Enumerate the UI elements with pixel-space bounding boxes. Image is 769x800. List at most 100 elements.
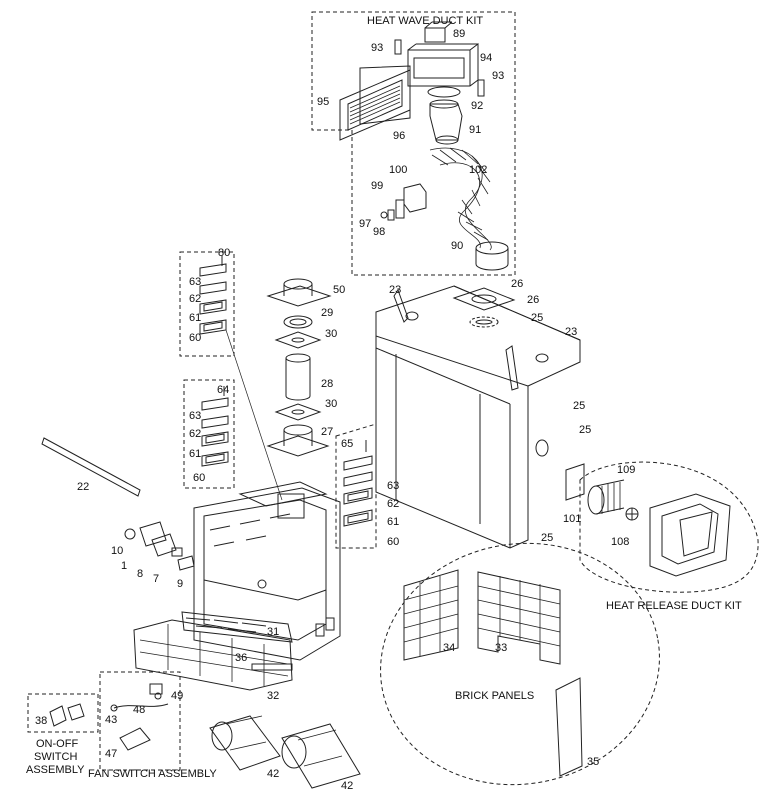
part-label: 1: [121, 560, 128, 572]
part-label: 32: [267, 690, 280, 702]
part-label: 89: [453, 28, 466, 40]
part-35-panel: [555, 677, 583, 777]
on-off-switch-title-1: ON-OFF: [36, 738, 79, 750]
part-label: 93: [371, 42, 384, 54]
part-90-cap: [475, 241, 509, 271]
part-label: 38: [35, 715, 48, 727]
stack-right-parts: [343, 440, 373, 527]
part-29-gasket: [283, 315, 313, 329]
heat-release-duct-kit-title: HEAT RELEASE DUCT KIT: [606, 600, 742, 612]
part-label: 25: [531, 312, 544, 324]
part-label: 50: [333, 284, 346, 296]
part-label: 27: [321, 426, 334, 438]
part-label: 30: [325, 328, 338, 340]
part-label: 97: [359, 218, 372, 230]
part-32-hearth-panel: [133, 619, 293, 691]
part-label: 91: [469, 124, 482, 136]
heat-release-kit-border: [579, 461, 759, 593]
part-30-plate-bottom: [274, 403, 322, 421]
part-label: 61: [189, 312, 202, 324]
on-off-switch-title-3: ASSEMBLY: [26, 764, 85, 776]
part-label: 98: [373, 226, 386, 238]
part-93-bracket-right: [477, 79, 485, 97]
part-label: 60: [387, 536, 400, 548]
part-label: 109: [617, 464, 636, 476]
part-28-pipe: [285, 353, 311, 401]
switch-parts: [124, 521, 195, 571]
part-label: 26: [527, 294, 540, 306]
part-label: 95: [317, 96, 330, 108]
part-label: 64: [217, 384, 230, 396]
part-89-bracket: [424, 21, 453, 43]
part-label: 49: [171, 690, 184, 702]
part-label: 100: [389, 164, 408, 176]
part-92-ring: [427, 86, 461, 98]
part-label: 22: [77, 481, 90, 493]
brick-panels-title: BRICK PANELS: [455, 690, 535, 702]
part-label: 63: [189, 410, 202, 422]
part-label: 42: [341, 780, 354, 792]
part-33-brick-panel: [477, 571, 561, 665]
part-label: 62: [387, 498, 400, 510]
part-label: 25: [541, 532, 554, 544]
part-label: 34: [443, 642, 456, 654]
part-42-blower-left: [209, 715, 281, 771]
part-96-frame: [359, 65, 411, 125]
part-label: 33: [495, 642, 508, 654]
part-97-screw: [380, 211, 388, 219]
part-label: 62: [189, 293, 202, 305]
part-label: 62: [189, 428, 202, 440]
part-label: 48: [133, 704, 146, 716]
part-label: 102: [469, 164, 488, 176]
part-label: 23: [565, 326, 578, 338]
part-label: 60: [189, 332, 202, 344]
part-label: 92: [471, 100, 484, 112]
part-26-flue-plates: [452, 287, 516, 328]
part-label: 23: [389, 284, 402, 296]
part-98-clip: [387, 209, 395, 221]
part-36-strip: [251, 663, 293, 671]
part-label: 43: [105, 714, 118, 726]
part-label: 60: [193, 472, 206, 484]
part-label: 93: [492, 70, 505, 82]
firebox: [193, 481, 341, 661]
part-label: 65: [341, 438, 354, 450]
part-label: 96: [393, 130, 406, 142]
fan-switch-assembly-title: FAN SWITCH ASSEMBLY: [88, 768, 217, 780]
part-34-brick-panel: [403, 569, 459, 661]
part-label: 30: [325, 398, 338, 410]
outer-shell: [375, 285, 581, 549]
part-109-flex-duct: [587, 479, 625, 515]
part-38-switch: [49, 705, 67, 727]
part-label: 63: [387, 480, 400, 492]
part-91-transition: [429, 99, 463, 145]
part-label: 63: [189, 276, 202, 288]
part-label: 99: [371, 180, 384, 192]
part-label: 29: [321, 307, 334, 319]
part-label: 101: [563, 513, 582, 525]
part-label: 108: [611, 536, 630, 548]
part-93-bracket-left: [394, 39, 402, 55]
part-label: 7: [153, 573, 160, 585]
part-108-fitting: [625, 507, 639, 521]
heat-release-hood: [649, 493, 731, 577]
part-label: 61: [189, 448, 202, 460]
part-23-bracket-right: [505, 345, 519, 391]
part-99-plate: [395, 199, 405, 219]
part-label: 26: [511, 278, 524, 290]
part-label: 35: [587, 756, 600, 768]
part-label: 94: [480, 52, 493, 64]
brick-panels-border: [380, 542, 660, 786]
on-off-switch-title-2: SWITCH: [34, 751, 78, 763]
stack-middle-parts: [201, 386, 229, 467]
part-102-flex-duct: [429, 147, 492, 251]
part-23-bracket-left: [393, 288, 409, 323]
part-label: 28: [321, 378, 334, 390]
heat-wave-duct-kit-title: HEAT WAVE DUCT KIT: [367, 15, 484, 27]
part-label: 42: [267, 768, 280, 780]
part-100-box: [403, 183, 427, 213]
part-31-hearth-panel: [181, 611, 293, 643]
part-30-plate-top: [274, 331, 322, 349]
